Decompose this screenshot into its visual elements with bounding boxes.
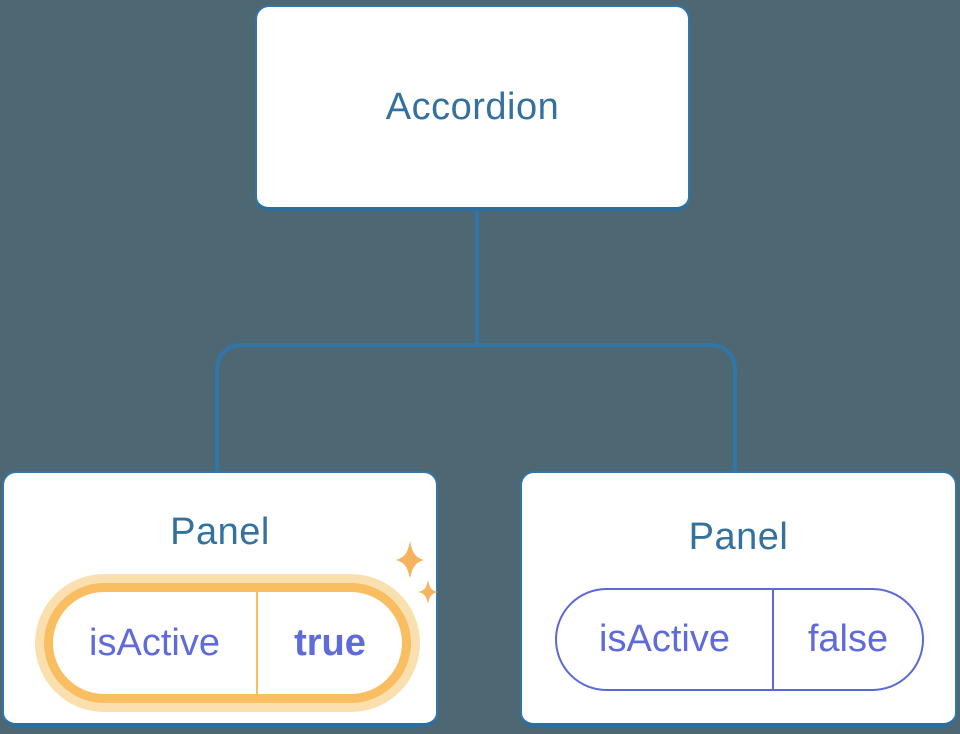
state-value-label: false [807,618,889,660]
pill-divider [772,590,774,689]
state-key-label: isActive [599,618,730,660]
connector-bracket [215,343,737,472]
sparkles-icon [396,541,438,604]
accordion-node-label: Accordion [385,85,560,128]
state-value-label: true [294,621,366,664]
panel-node-label: Panel [688,516,789,558]
state-pill-active: isActive true [44,583,411,703]
state-key-label: isActive [89,621,220,664]
accordion-node: Accordion [255,5,690,211]
panel-node-inactive: Panel isActive false [520,471,957,727]
connector-stem [475,211,479,347]
pill-divider [256,592,258,694]
state-pill-inactive: isActive false [555,588,924,691]
panel-node-label: Panel [170,511,270,553]
panel-node-active: Panel isActive true [2,471,438,727]
